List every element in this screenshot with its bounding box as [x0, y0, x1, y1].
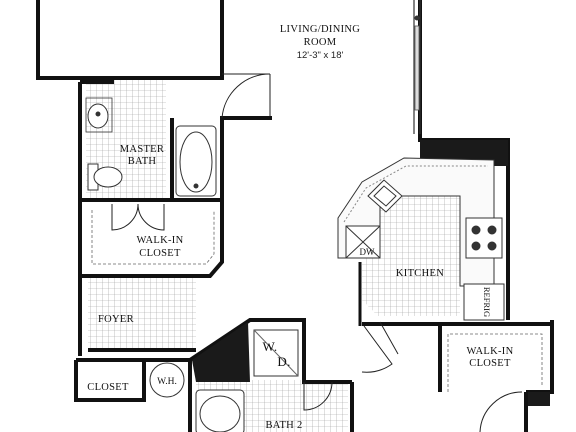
solid-wall-closet2	[528, 392, 550, 406]
foyer-label: FOYER	[98, 314, 134, 325]
dishwasher-label: DW	[360, 247, 375, 257]
door-closet2	[479, 391, 523, 432]
solid-wall-laundry	[192, 322, 250, 382]
living-dining-label-2: ROOM	[304, 37, 337, 48]
sink-icon	[85, 97, 113, 133]
door-living-swing	[221, 73, 271, 119]
master-bath-label: MASTER	[120, 144, 164, 155]
tile-floors	[86, 78, 460, 432]
toilet-icon	[87, 163, 123, 191]
stove-icon	[465, 217, 503, 259]
closet-shelves	[91, 210, 215, 265]
wall-walk-in-closet-1	[78, 200, 224, 278]
living-dining-dimensions: 12'-3" x 18'	[297, 50, 344, 61]
master-bath-label-2: BATH	[128, 156, 157, 167]
kitchen-sink-icon	[367, 179, 403, 213]
door-bath2	[303, 381, 333, 411]
water-heater-icon	[149, 362, 185, 398]
closet2-shelves	[447, 333, 543, 392]
foyer-tile	[88, 278, 196, 350]
walk-in-closet-1-label-2: CLOSET	[139, 248, 181, 259]
door-kitchen-swing	[379, 321, 399, 355]
walk-in-closet-2-label-2: CLOSET	[469, 358, 511, 369]
wall-walk-in-closet-2-right	[526, 320, 554, 394]
living-dining-label: LIVING/DINING	[280, 24, 360, 35]
wall-closet	[74, 358, 146, 402]
washer-dryer-icon	[253, 329, 299, 377]
window-strip	[413, 0, 421, 134]
walk-in-closet-2-label: WALK-IN	[466, 346, 513, 357]
closet-label: CLOSET	[87, 382, 129, 393]
kitchen-tile	[362, 196, 460, 316]
kitchen-label: KITCHEN	[396, 268, 444, 279]
door-closet1-right	[137, 203, 165, 231]
dryer-label: D.	[277, 354, 290, 369]
wall-top-left-unit	[36, 0, 224, 80]
refrigerator-label: REFRIG	[482, 287, 492, 317]
bath2-tub-icon	[195, 389, 245, 432]
dishwasher-icon	[345, 225, 381, 259]
doors	[111, 73, 523, 432]
door-closet1-left	[111, 203, 139, 231]
washer-label: W.	[263, 339, 278, 354]
wall-laundry	[188, 318, 352, 384]
refrigerator-icon	[463, 283, 505, 321]
bathtub-icon	[175, 125, 217, 197]
walk-in-closet-1-label: WALK-IN	[136, 235, 183, 246]
bath-2-label: BATH 2	[265, 420, 302, 431]
door-foyer-entry	[361, 325, 393, 373]
water-heater-label: W.H.	[157, 377, 177, 387]
